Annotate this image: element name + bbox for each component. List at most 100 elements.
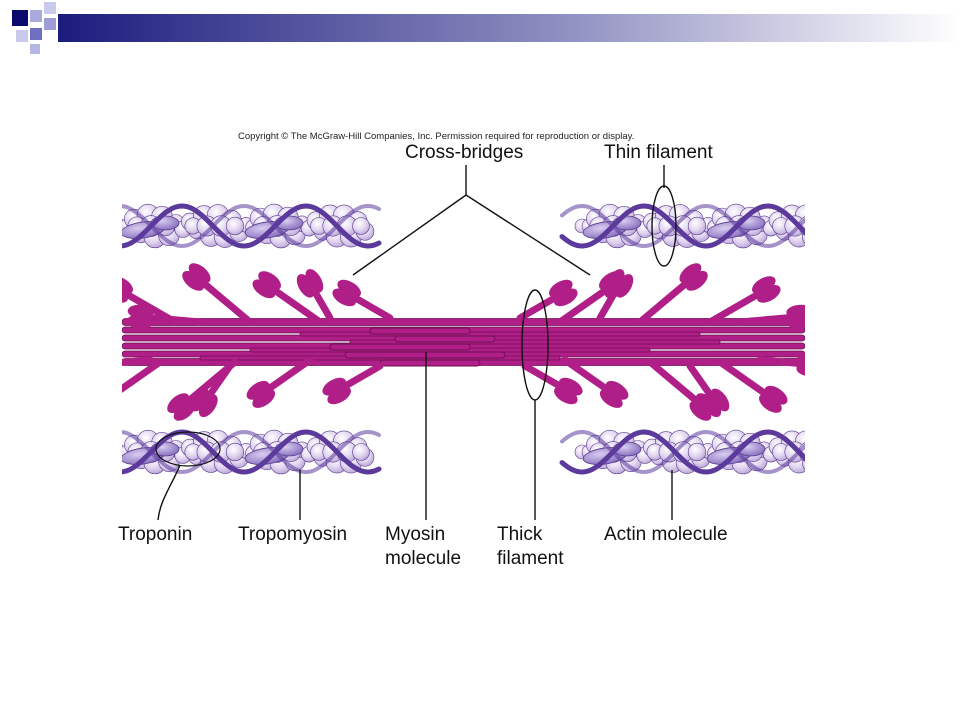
cross-bridge-neck (265, 356, 314, 393)
myosin-head-lobe (322, 377, 346, 396)
troponin-leader (157, 464, 181, 521)
myosin-tail (299, 331, 701, 337)
myosin-head (246, 380, 276, 408)
myosin-head (332, 279, 361, 307)
myosin-head (758, 385, 788, 413)
cross-bridge-neck (351, 294, 394, 322)
myosin-head (549, 279, 578, 307)
label-myosin-line2: molecule (385, 548, 461, 569)
myosin-head (554, 377, 583, 405)
label-cross-bridges: Cross-bridges (405, 142, 523, 163)
actin-bead (687, 442, 707, 462)
label-troponin: Troponin (118, 524, 192, 545)
header-square-dark (12, 10, 28, 26)
thin-filament-bottom-left (122, 429, 382, 475)
myosin-head-lobe (258, 271, 282, 291)
myosin-tail-center (369, 327, 471, 335)
cross-bridge-neck (271, 286, 324, 326)
myosin-head-lobe (337, 279, 361, 298)
myosin-head-lobe (710, 388, 730, 412)
thin-filament-ring (651, 185, 677, 267)
cross-bridge-neck (756, 356, 804, 367)
myosin-tail-center (329, 343, 471, 351)
cross-bridge-neck (206, 362, 234, 399)
myosin-head-lobe (305, 269, 324, 293)
myosin-head-lobe (252, 389, 276, 408)
label-actin-molecule: Actin molecule (604, 524, 728, 545)
myosin-head-lobe (757, 284, 781, 303)
header-square-light (16, 30, 28, 42)
myosin-head-lobe (786, 304, 805, 319)
myosin-head-lobe (246, 380, 270, 400)
myosin-head (322, 377, 351, 405)
tropomyosin-strand (559, 429, 805, 475)
thin-filament-top-left (122, 203, 382, 249)
actin-bead (687, 216, 707, 236)
copyright-notice: Copyright © The McGraw-Hill Companies, I… (238, 131, 634, 142)
myosin-head (606, 269, 634, 298)
myosin-head-lobe (167, 393, 190, 414)
myosin-head (167, 393, 196, 421)
myosin-head (679, 263, 708, 291)
cross-bridge-neck (596, 288, 619, 322)
myosin-head-lobe (252, 279, 276, 299)
header-square-mid (30, 28, 42, 40)
label-thick-line1: Thick (497, 524, 543, 545)
myosin-head (296, 269, 324, 298)
header-square-light (30, 44, 40, 54)
tropomyosin-strand (559, 203, 805, 249)
cross-bridge-neck (706, 291, 762, 326)
myosin-head (786, 304, 805, 329)
myosin-head (190, 388, 218, 418)
myosin-head-lobe (605, 380, 629, 400)
cross-bridges-leader (352, 165, 591, 276)
myosin-head-lobe (554, 386, 578, 405)
myosin-head (796, 352, 805, 377)
tropomyosin-strand (122, 429, 382, 475)
myosin-head-lobe (685, 270, 708, 291)
myosin-head (89, 382, 124, 417)
myosin-head (599, 380, 629, 408)
actin-bead (225, 216, 245, 236)
cross-bridge-neck (341, 362, 384, 390)
myosin-tail-center (344, 351, 506, 359)
actin-bead (801, 454, 805, 470)
tropomyosin-strand (122, 203, 381, 249)
myosin-head-lobe (599, 389, 623, 408)
myosin-head (252, 271, 282, 299)
myosin-tail-center (394, 335, 496, 343)
header-gradient-bar (58, 14, 960, 42)
myosin-head-lobe (198, 394, 218, 418)
myosin-head-lobe (190, 388, 210, 412)
tropomyosin-strand (122, 203, 382, 249)
myosin-head-lobe (764, 385, 788, 405)
myosin-head (752, 276, 781, 303)
myosin-head-lobe (173, 400, 196, 421)
actin-bead (352, 443, 370, 461)
cross-bridge-neck (556, 286, 609, 326)
cross-bridge-neck (311, 288, 334, 322)
thin-filament-top-right (559, 203, 805, 249)
myosin-head-lobe (702, 394, 722, 418)
myosin-head-lobe (95, 390, 124, 416)
myosin-head-lobe (679, 263, 702, 284)
actin-bead (225, 442, 245, 462)
header-square-light (30, 10, 42, 22)
myosin-head-lobe (615, 274, 634, 298)
cross-bridge-neck (686, 362, 714, 399)
thin-filament-bottom-right (559, 429, 805, 475)
label-thin-filament: Thin filament (604, 142, 713, 163)
myosin-head-lobe (86, 351, 113, 367)
header-square-light (44, 2, 56, 14)
myosin-head-lobe (689, 400, 712, 421)
cross-bridge-neck (122, 358, 164, 393)
cross-bridge-neck (646, 358, 700, 405)
myosin-head-lobe (182, 270, 205, 291)
cross-bridge-neck (636, 279, 690, 326)
myosin-head (122, 276, 133, 303)
slide-header-decoration (12, 2, 960, 54)
cross-bridge-neck (716, 358, 769, 398)
troponin-ring (155, 431, 221, 467)
myosin-head-lobe (796, 362, 805, 377)
cross-bridge-neck (736, 314, 794, 326)
